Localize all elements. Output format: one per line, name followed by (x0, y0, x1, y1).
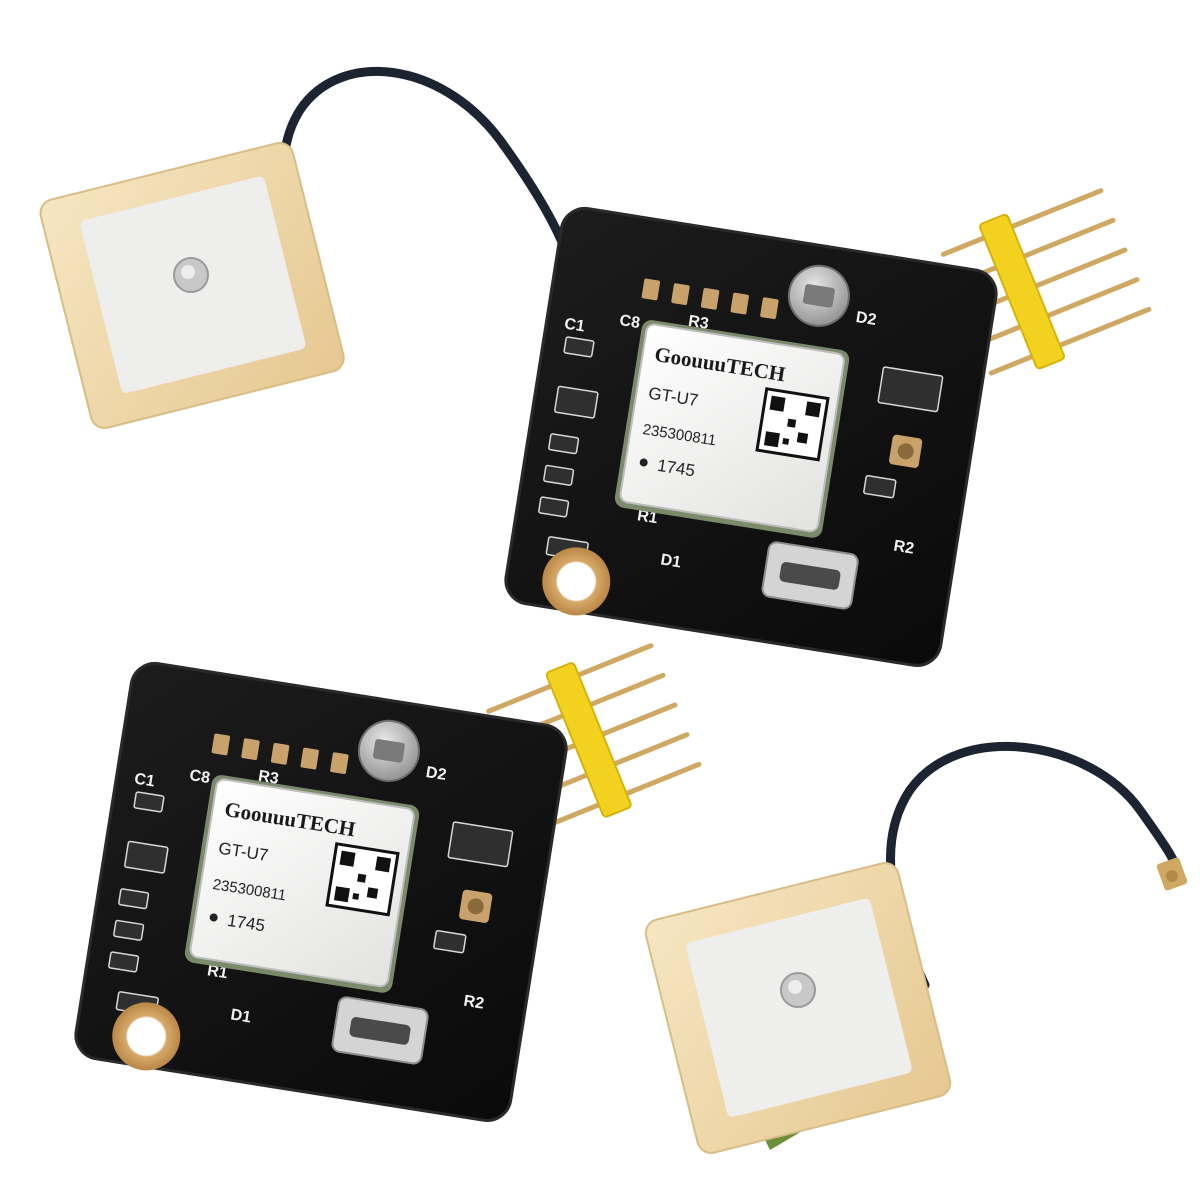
silk-c8: C8 (618, 312, 641, 332)
ceramic-patch-antenna-icon (644, 862, 952, 1154)
gps-module-top: C1 C8 R3 R2 D2 D1 R1 GoouuuTECH GT-U7 23… (504, 206, 998, 667)
qr-code-icon (325, 842, 400, 917)
silk-d1: D1 (659, 551, 682, 571)
antenna-cable (886, 741, 1183, 990)
gps-antenna-bottom (644, 741, 1188, 1154)
pin-header-bottom (486, 643, 702, 833)
silk-d2: D2 (855, 309, 878, 329)
ufl-socket (459, 889, 493, 923)
mounting-hole (112, 1002, 181, 1071)
ceramic-patch-antenna-icon (39, 141, 345, 429)
ufl-connector (1156, 857, 1188, 891)
silk-c8: C8 (188, 767, 211, 787)
silk-c1: C1 (133, 770, 156, 790)
mounting-hole (542, 547, 611, 616)
silk-r2: R2 (462, 993, 485, 1013)
gps-chip-shield: GoouuuTECH GT-U7 235300811 1745 (614, 320, 850, 538)
micro-usb-port-icon (331, 996, 429, 1065)
coin-cell-battery-icon (357, 719, 420, 782)
silk-d2: D2 (425, 764, 448, 784)
qr-code-icon (755, 387, 830, 462)
silk-r2: R2 (892, 538, 915, 558)
micro-usb-port-icon (761, 541, 859, 610)
silk-c1: C1 (563, 315, 586, 335)
gps-chip-shield: GoouuuTECH GT-U7 235300811 1745 (184, 775, 420, 993)
gps-antenna-top (39, 66, 588, 429)
ufl-socket (889, 434, 923, 468)
silk-d1: D1 (229, 1006, 252, 1026)
antenna-cable (279, 66, 577, 297)
coin-cell-battery-icon (787, 264, 850, 327)
gps-module-bottom: C1 C8 R3 R2 D2 D1 R1 GoouuuTECH GT-U7 23… (74, 661, 568, 1122)
